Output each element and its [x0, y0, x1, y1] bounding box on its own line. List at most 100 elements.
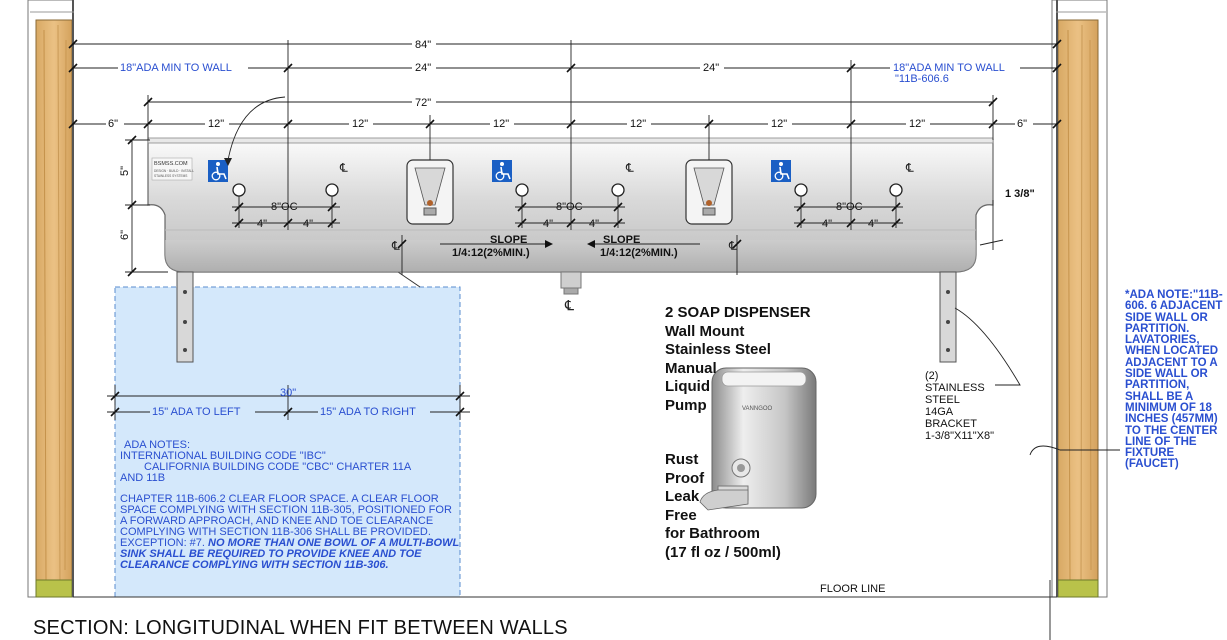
dimension-ticks	[68, 39, 1062, 417]
centerline-symbol: ℄	[339, 161, 348, 175]
dim-overall: 84"	[415, 39, 431, 51]
ada-wheelchair-icon	[771, 160, 791, 182]
centerline-symbol: ℄	[728, 239, 737, 253]
ada-notes-code-2: CALIFORNIA BUILDING CODE "CBC" CHARTER 1…	[144, 461, 412, 473]
soap-line: Leak	[665, 488, 700, 505]
soap-line: (17 fl oz / 500ml)	[665, 543, 781, 561]
ada-notes-code-3: AND 11B	[120, 472, 166, 484]
centerline-symbol: ℄	[905, 161, 914, 175]
soap-line: Liquid	[665, 378, 710, 395]
dim-twelve: 12"	[630, 118, 646, 130]
dim-eight-oc: 8"OC	[556, 201, 583, 213]
faucet-hole	[611, 183, 625, 197]
soap-line: Wall Mount	[665, 322, 745, 340]
slope-right-label: SLOPE	[603, 234, 640, 246]
dim-ada-left: 18"ADA MIN TO WALL	[120, 62, 232, 74]
ada-notes: ADA NOTES: INTERNATIONAL BUILDING CODE "…	[120, 440, 460, 590]
brand-label-plate: BSMSS.COM DESIGN · BUILD · INSTALL STAIN…	[151, 157, 194, 181]
ada-wheelchair-icon	[492, 160, 512, 182]
soap-dispenser-features: Rust Proof Leak Free for Bathroom (17 fl…	[665, 451, 815, 562]
dim-sink-length: 72"	[415, 97, 431, 109]
ada-wheelchair-icon	[208, 160, 228, 182]
bracket-line: STEEL	[925, 394, 960, 406]
clear-floor-space	[114, 286, 461, 598]
dim-four: 4"	[589, 218, 599, 230]
soap-dispenser-product-image: VANNGOO	[699, 367, 817, 511]
soap-line: Stainless Steel	[665, 341, 771, 358]
bracket-note: (2) STAINLESS STEEL 14GA BRACKET 1-3/8"X…	[925, 370, 1045, 442]
bracket-line: 1-3/8"X11"X8"	[925, 430, 994, 442]
soap-dispenser-callout: 2 SOAP DISPENSER Wall Mount Stainless St…	[665, 304, 815, 415]
slope-left-value: 1/4:12(2%MIN.)	[452, 247, 530, 259]
dim-ada-right: 18"ADA MIN TO WALL	[893, 62, 1005, 74]
faucet-hole	[325, 183, 339, 197]
soap-line: Free	[665, 506, 697, 524]
wall-bracket	[176, 271, 194, 363]
bracket-line: STAINLESS	[925, 382, 985, 394]
slope-right-value: 1/4:12(2%MIN.)	[600, 247, 678, 259]
soap-dispenser-mounted	[406, 159, 454, 225]
dim-twelve: 12"	[493, 118, 509, 130]
dim-four: 4"	[543, 218, 553, 230]
dim-four: 4"	[303, 218, 313, 230]
dispenser-brand: VANNGOO	[742, 406, 773, 412]
dim-four: 4"	[822, 218, 832, 230]
plate-brand: BSMSS.COM	[154, 161, 188, 167]
dim-six: 6"	[119, 230, 131, 240]
faucet-hole	[794, 183, 808, 197]
soap-line: Proof	[665, 469, 705, 487]
dim-eight-oc: 8"OC	[836, 201, 863, 213]
soap-line: Manual	[665, 359, 717, 377]
ada-notes-chapter: CHAPTER 11B-606.2 CLEAR FLOOR SPACE. A C…	[120, 493, 452, 549]
dim-ada-right-ref: "11B-606.6	[895, 73, 949, 85]
centerline-symbol: ℄	[625, 161, 634, 175]
soap-line: for Bathroom	[665, 525, 760, 542]
dim-four: 4"	[257, 218, 267, 230]
left-wall	[27, 0, 74, 598]
bracket-line: 14GA	[925, 406, 954, 418]
section-title: SECTION: LONGITUDINAL WHEN FIT BETWEEN W…	[33, 617, 568, 639]
plate-line2: STAINLESS SYSTEMS	[154, 174, 187, 178]
dim-spacing-left: 24"	[415, 62, 431, 74]
soap-line: Pump	[665, 396, 707, 414]
drain-outlet	[560, 271, 582, 289]
trough-sink	[147, 137, 994, 295]
ada-notes-exception: NO MORE THAN ONE BOWL OF A MULTI-BOWL SI…	[120, 537, 459, 571]
wall-bracket	[939, 271, 957, 363]
floor-line-label: FLOOR LINE	[820, 583, 886, 595]
soap-line: 2 SOAP DISPENSER	[665, 304, 811, 321]
wall-note-leader	[1029, 445, 1120, 456]
dim-five: 5"	[119, 166, 131, 176]
slope-arrow-left	[587, 240, 595, 248]
soap-dispenser-mounted	[685, 159, 733, 225]
faucet-holes	[232, 183, 903, 197]
ada-notes-code-1: INTERNATIONAL BUILDING CODE "IBC"	[120, 450, 326, 462]
bracket-leader	[954, 307, 1021, 386]
dim-clear-width: 30"	[280, 387, 296, 399]
ada-notes-heading: ADA NOTES:	[124, 439, 191, 451]
faucet-hole	[515, 183, 529, 197]
bracket-qty: (2)	[925, 370, 939, 382]
dim-spacing-right: 24"	[703, 62, 719, 74]
dim-twelve: 12"	[352, 118, 368, 130]
dim-ada-to-left: 15" ADA TO LEFT	[152, 406, 241, 418]
drain-centerline-symbol: ℄	[564, 297, 574, 313]
dim-eight-oc: 8"OC	[271, 201, 298, 213]
centerline-symbol: ℄	[391, 239, 400, 253]
dim-twelve: 12"	[909, 118, 925, 130]
right-wall	[1051, 0, 1108, 598]
dim-ada-to-right: 15" ADA TO RIGHT	[320, 406, 416, 418]
slope-left-label: SLOPE	[490, 234, 527, 246]
slope-arrow-right	[545, 240, 553, 248]
dim-end-right: 6"	[1017, 118, 1027, 130]
soap-line: Rust	[665, 451, 699, 468]
ada-side-wall-note: *ADA NOTE:"11B-606. 6 ADJACENT SIDE WALL…	[1125, 289, 1223, 471]
centerline-markers: ℄ ℄ ℄ ℄ ℄ ℄	[339, 161, 914, 313]
dim-lip: 1 3/8"	[1005, 188, 1035, 200]
plate-line1: DESIGN · BUILD · INSTALL	[154, 169, 194, 173]
faucet-hole	[889, 183, 903, 197]
dim-twelve: 12"	[771, 118, 787, 130]
bracket-line: BRACKET	[925, 418, 977, 430]
dim-end-left: 6"	[108, 118, 118, 130]
